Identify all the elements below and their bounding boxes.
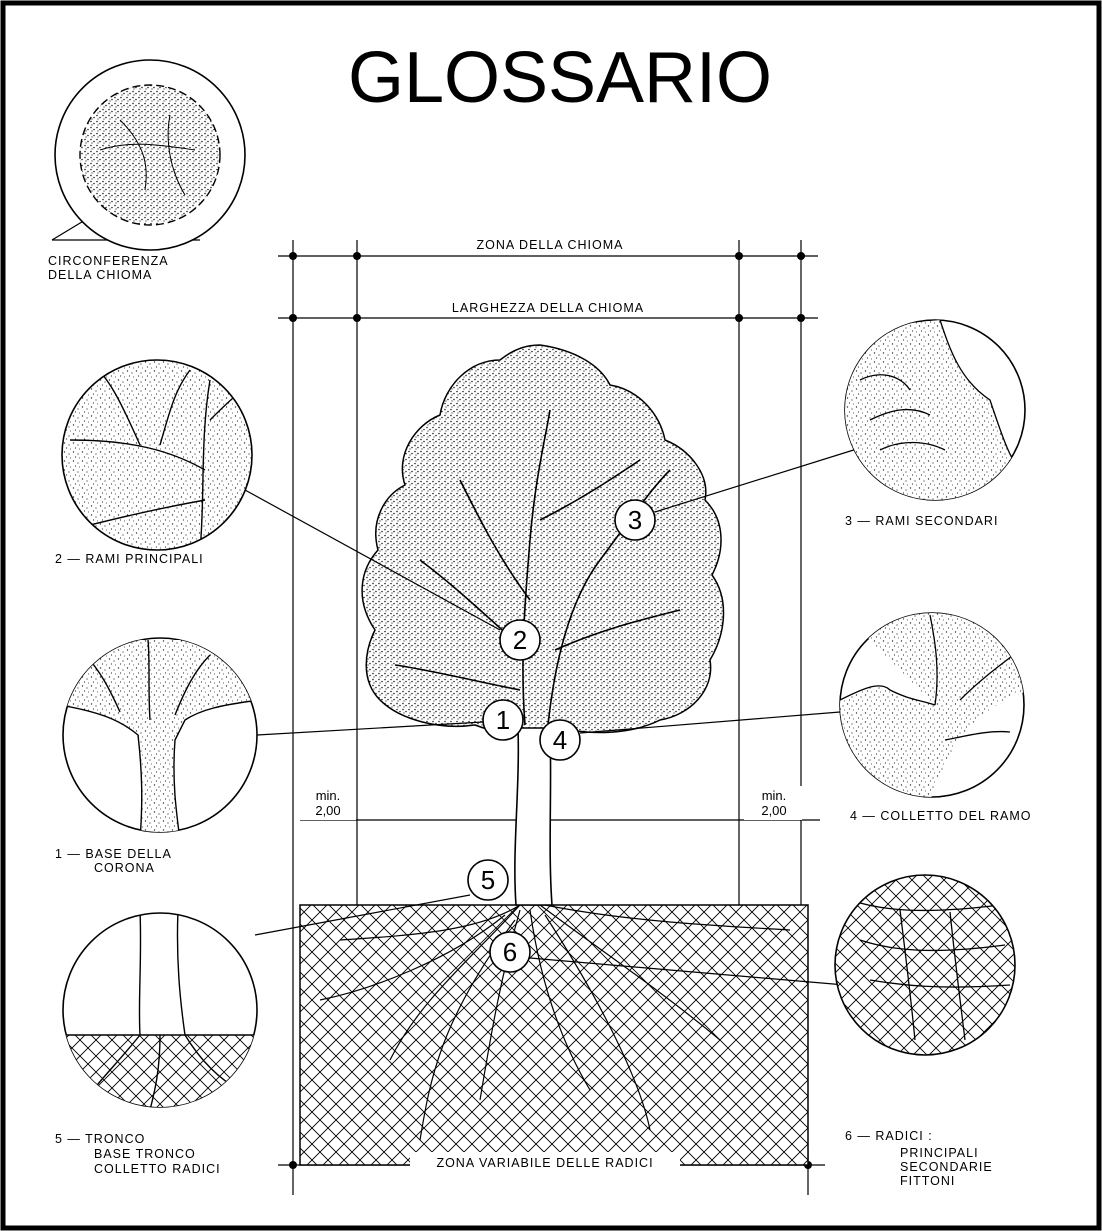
svg-text:3: 3	[628, 505, 642, 535]
root-zone	[300, 905, 808, 1165]
zona-chioma-label: ZONA DELLA CHIOMA	[477, 238, 624, 252]
min-right-label-1: min.	[762, 788, 787, 803]
tronco-label-3: COLLETTO RADICI	[94, 1162, 221, 1176]
svg-text:4: 4	[553, 725, 567, 755]
svg-text:6: 6	[503, 937, 517, 967]
min-left-label-1: min.	[316, 788, 341, 803]
detail-tronco	[60, 910, 260, 1115]
svg-text:5: 5	[481, 865, 495, 895]
tronco-label-2: BASE TRONCO	[94, 1147, 196, 1161]
larghezza-chioma-label: LARGHEZZA DELLA CHIOMA	[452, 301, 644, 315]
radici-label-2: PRINCIPALI	[900, 1146, 979, 1160]
colletto-ramo-label: 4 — COLLETTO DEL RAMO	[850, 809, 1031, 823]
radici-label-4: FITTONI	[900, 1174, 955, 1188]
detail-rami-principali	[62, 360, 255, 550]
detail-base-corona	[60, 638, 260, 840]
page-title: GLOSSARIO	[348, 38, 772, 118]
zona-radici-label: ZONA VARIABILE DELLE RADICI	[436, 1156, 653, 1170]
min-left-label-2: 2,00	[315, 803, 340, 818]
min-right-label-2: 2,00	[761, 803, 786, 818]
marker-2: 2	[500, 620, 540, 660]
detail-colletto-ramo	[840, 610, 1030, 800]
svg-text:2: 2	[513, 625, 527, 655]
rami-secondari-label: 3 — RAMI SECONDARI	[845, 514, 998, 528]
marker-6: 6	[490, 932, 530, 972]
base-corona-label-2: CORONA	[94, 861, 155, 875]
marker-1: 1	[483, 700, 523, 740]
detail-rami-secondari	[845, 320, 1025, 500]
circonferenza-label-1: CIRCONFERENZA	[48, 254, 169, 268]
tree-crown	[362, 345, 723, 733]
detail-circonferenza	[55, 60, 245, 250]
marker-3: 3	[615, 500, 655, 540]
radici-label-1: 6 — RADICI :	[845, 1129, 933, 1143]
circonferenza-label-2: DELLA CHIOMA	[48, 268, 152, 282]
base-corona-label-1: 1 — BASE DELLA	[55, 847, 172, 861]
detail-radici	[835, 875, 1015, 1055]
radici-label-3: SECONDARIE	[900, 1160, 993, 1174]
marker-4: 4	[540, 720, 580, 760]
tronco-label-1: 5 — TRONCO	[55, 1132, 145, 1146]
svg-text:1: 1	[496, 705, 510, 735]
marker-5: 5	[468, 860, 508, 900]
rami-principali-label: 2 — RAMI PRINCIPALI	[55, 552, 204, 566]
